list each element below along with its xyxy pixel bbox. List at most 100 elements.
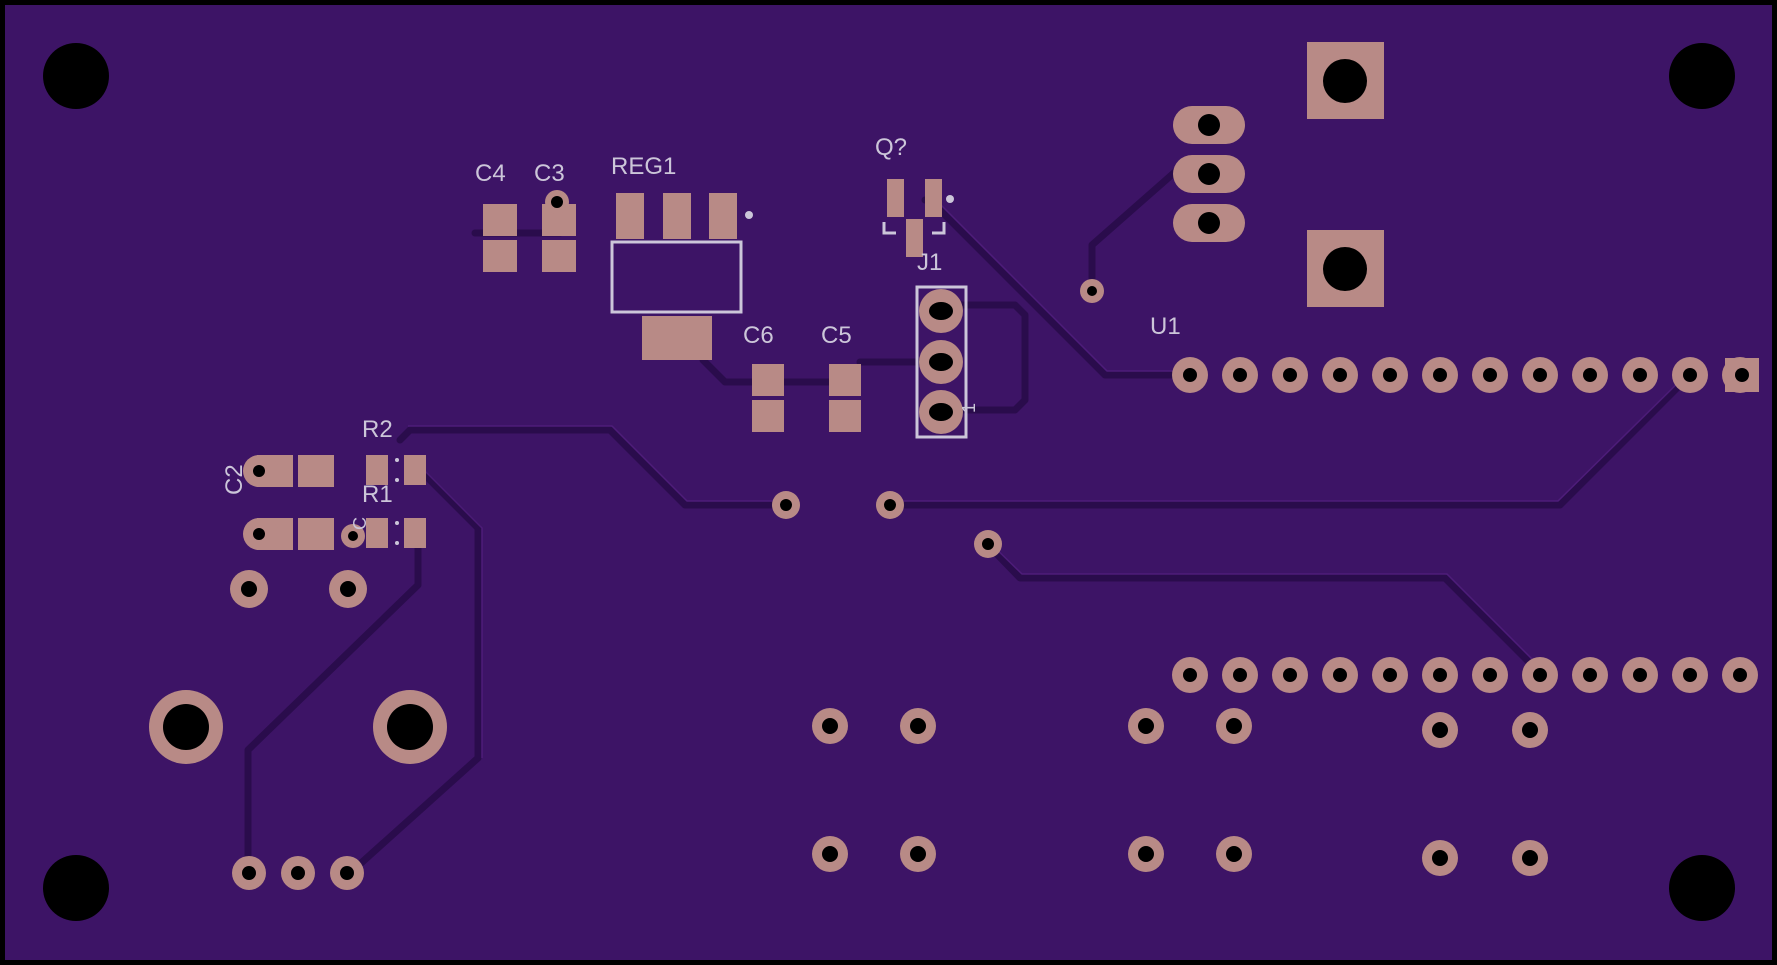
c5-pad-1: [829, 364, 861, 396]
j1-outline: [915, 285, 968, 439]
drill-hole: [1433, 668, 1447, 682]
drill-hole: [1283, 368, 1297, 382]
drill-hole: [1633, 668, 1647, 682]
drill-hole: [291, 866, 305, 880]
label-u1: U1: [1150, 313, 1181, 340]
drill-hole: [1483, 668, 1497, 682]
trace-r1-down: [244, 531, 422, 877]
trace-lower-net: [984, 541, 1544, 677]
drill-hole: [1683, 668, 1697, 682]
q-pad-3: [906, 219, 923, 257]
drill-hole: [1522, 850, 1538, 866]
trace-j1-loop: [956, 301, 1029, 414]
c2-pad-2: [298, 455, 334, 487]
mounting-hole-bottom-right: [1669, 855, 1735, 921]
drill-hole: [1138, 718, 1154, 734]
drill-hole: [241, 581, 257, 597]
r1-pad-2: [404, 518, 426, 548]
drill-hole: [348, 531, 358, 541]
c4-pad-1: [483, 204, 517, 236]
drill-hole: [1283, 668, 1297, 682]
c5-pad-2: [829, 400, 861, 432]
reg1-pin1-dot: [745, 211, 753, 219]
q-pad-1: [887, 179, 904, 217]
mounting-holes: [43, 43, 1735, 921]
mounting-hole-top-right: [1669, 43, 1735, 109]
drill-hole: [1633, 368, 1647, 382]
c6-pad-2: [752, 400, 784, 432]
drill-hole: [822, 718, 838, 734]
drill-hole: [822, 846, 838, 862]
barrel-pads: [149, 690, 447, 764]
label-c5: C5: [821, 322, 852, 349]
silkscreen-dots: [395, 195, 954, 545]
label-c3: C3: [534, 160, 565, 187]
r2-pad-2: [404, 455, 426, 485]
label-c6: C6: [743, 322, 774, 349]
drill-hole: [340, 581, 356, 597]
label-q: Q?: [875, 134, 907, 161]
drill-hole: [1433, 368, 1447, 382]
reg1-pad-1: [616, 193, 644, 239]
reg1-pad-2: [663, 193, 691, 239]
drill-hole: [1183, 668, 1197, 682]
trace-r2-down: [346, 466, 482, 877]
q-pin1-dot: [946, 195, 954, 203]
reg1-tab: [642, 316, 712, 360]
drill-hole: [1432, 850, 1448, 866]
drill-hole: [910, 718, 926, 734]
label-j1-pin1: 1: [959, 403, 979, 413]
trace-r2-via: [396, 426, 790, 509]
drill-hole: [884, 499, 896, 511]
through-hole-pads: [243, 42, 1384, 550]
trace-highlights: [408, 195, 1691, 758]
c4-pad-2: [483, 240, 517, 272]
drill-hole: [982, 538, 994, 550]
silkscreen-labels: C4 C3 REG1 Q? J1 1 C6 C5 U1 R2 R1 C2 C: [221, 134, 1181, 530]
c3-pad-2: [542, 240, 576, 272]
drill-hole: [780, 499, 792, 511]
c6-pad-1: [752, 364, 784, 396]
drill-hole: [1333, 668, 1347, 682]
drill-hole: [1733, 668, 1747, 682]
drill-hole: [1138, 846, 1154, 862]
drill-hole: [1233, 668, 1247, 682]
drill-hole: [1183, 368, 1197, 382]
r2-pad-1: [366, 455, 388, 485]
silkscreen-outlines: [610, 222, 968, 439]
trace-u1-mid: [886, 371, 1694, 509]
label-j1: J1: [917, 249, 942, 276]
drill-hole: [1583, 668, 1597, 682]
round-pads: [230, 279, 1758, 890]
label-c2: C2: [221, 464, 248, 495]
label-r2: R2: [362, 416, 393, 443]
drill-hole: [1087, 286, 1097, 296]
label-c1: C: [350, 517, 370, 530]
drill-hole: [1333, 368, 1347, 382]
drill-hole: [1683, 368, 1697, 382]
q-outline: [882, 222, 946, 235]
label-c4: C4: [475, 160, 506, 187]
drill-hole: [1383, 368, 1397, 382]
r1-pad-1: [366, 518, 388, 548]
drill-hole: [1226, 718, 1242, 734]
drill-hole: [242, 866, 256, 880]
reg1-pad-3: [709, 193, 737, 239]
drill-hole: [1432, 722, 1448, 738]
drill-hole: [1583, 368, 1597, 382]
drill-hole: [1533, 368, 1547, 382]
drill-hole: [1533, 668, 1547, 682]
drill-hole: [340, 866, 354, 880]
drill-hole: [910, 846, 926, 862]
q-pad-2: [925, 179, 942, 217]
drill-hole: [1233, 368, 1247, 382]
drill-hole: [1226, 846, 1242, 862]
c1-pad-2: [298, 518, 334, 550]
reg1-outline: [610, 240, 743, 314]
drill-hole: [1483, 368, 1497, 382]
label-reg1: REG1: [611, 153, 676, 180]
mounting-hole-bottom-left: [43, 855, 109, 921]
drill-hole: [1383, 668, 1397, 682]
mounting-hole-top-left: [43, 43, 109, 109]
